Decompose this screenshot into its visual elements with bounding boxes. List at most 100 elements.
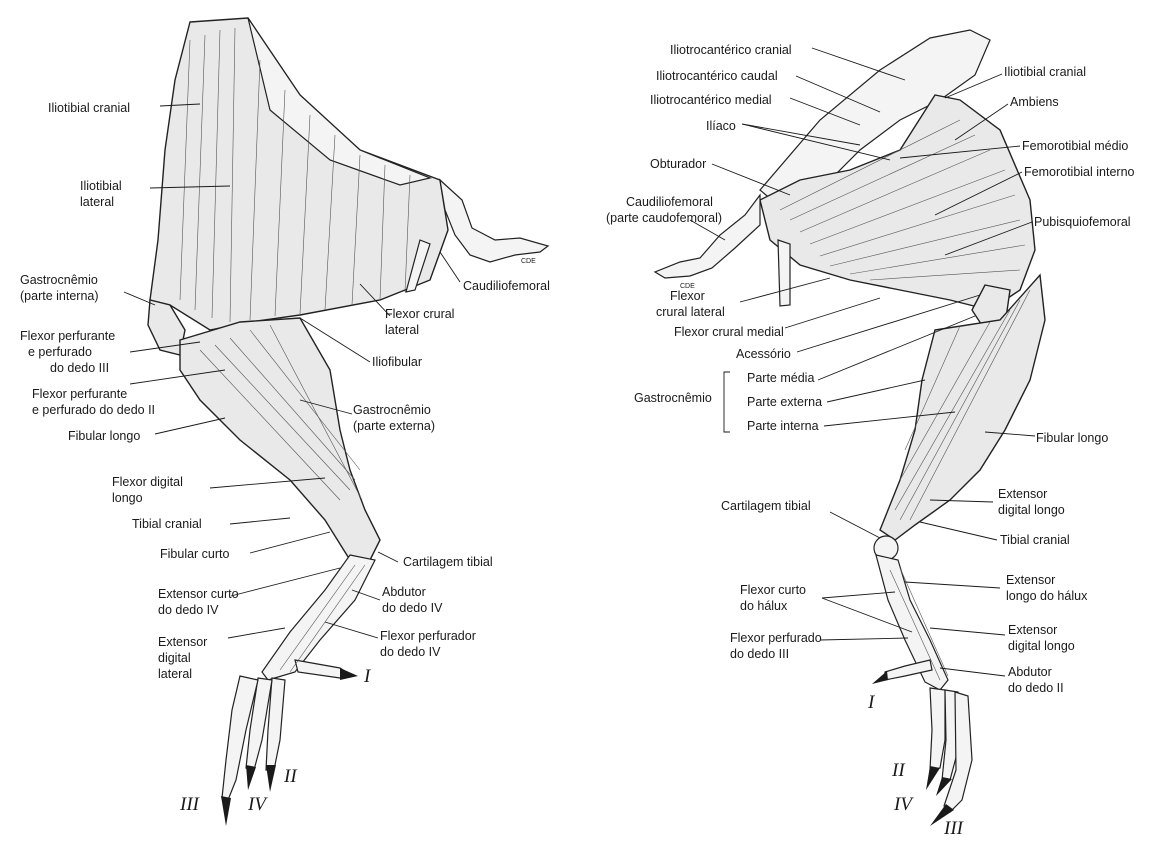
label-ext-lateral-1: Extensor: [158, 635, 207, 649]
label-ilio-medial: Iliotrocantérico medial: [650, 93, 772, 107]
right-digit-II: II: [891, 760, 906, 781]
label-ext-lateral-2: digital: [158, 651, 191, 665]
right-claw-II: [926, 766, 940, 790]
label-ext-digital-2: digital longo: [998, 503, 1065, 517]
label-ext-digital-1: Extensor: [998, 487, 1047, 501]
label-cartilagem-r: Cartilagem tibial: [721, 499, 811, 513]
leader-flexor-crural-med: [785, 298, 880, 328]
label-ilio-cranial: Iliotrocantérico cranial: [670, 43, 792, 57]
label-flexor-curto-2: do hálux: [740, 599, 788, 613]
label-abdutor-left-1: Abdutor: [382, 585, 426, 599]
label-femoro-medio: Femorotibial médio: [1022, 139, 1128, 153]
label-iliotibial-lateral-1: Iliotibial: [80, 179, 122, 193]
label-obturador: Obturador: [650, 157, 706, 171]
label-flexor-perfurado-2: do dedo III: [730, 647, 789, 661]
label-fibular-curto: Fibular curto: [160, 547, 230, 561]
label-ext-curto-1: Extensor curto: [158, 587, 239, 601]
label-caudilio-1: Caudiliofemoral: [626, 195, 713, 209]
leader-ext-halux: [905, 582, 1000, 588]
label-flexor-crural-lat-r-2: crural lateral: [656, 305, 725, 319]
left-claw-IV: [246, 765, 256, 790]
label-flexor-crural-lateral-2: lateral: [385, 323, 419, 337]
label-parte-interna: Parte interna: [747, 419, 819, 433]
label-fibular-longo: Fibular longo: [68, 429, 140, 443]
label-flexor-curto-1: Flexor curto: [740, 583, 806, 597]
left-shank-muscles: [180, 318, 380, 560]
left-claw-III: [221, 796, 231, 826]
label-ambiens: Ambiens: [1010, 95, 1059, 109]
leader-parte-externa: [827, 380, 925, 402]
label-tibial-cranial: Tibial cranial: [132, 517, 202, 531]
left-tail-vertebrae: [440, 180, 548, 262]
label-iliotibial-lateral-2: lateral: [80, 195, 114, 209]
label-iliofibular: Iliofibular: [372, 355, 422, 369]
left-claw-I: [340, 668, 358, 680]
leader-flexor-perfurado: [820, 638, 908, 640]
leader-ext-lateral: [228, 628, 285, 638]
left-digit-II: II: [283, 766, 298, 787]
leader-flexor-curto-a: [822, 592, 895, 598]
label-tibial-cranial-r: Tibial cranial: [1000, 533, 1070, 547]
label-flexor-crural-lat-r-1: Flexor: [670, 289, 705, 303]
label-ext-halux-1: Extensor: [1006, 573, 1055, 587]
label-fpp2-1: Flexor perfurante: [32, 387, 127, 401]
label-abdutor-left-2: do dedo IV: [382, 601, 443, 615]
label-femoro-interno: Femorotibial interno: [1024, 165, 1135, 179]
label-ext-curto-2: do dedo IV: [158, 603, 219, 617]
label-ext-lateral-3: lateral: [158, 667, 192, 681]
label-caudilio-2: (parte caudofemoral): [606, 211, 722, 225]
right-pubis-bone: [778, 240, 790, 306]
label-iliaco: Ilíaco: [706, 119, 736, 133]
label-abdutor-r-1: Abdutor: [1008, 665, 1052, 679]
label-flexor-crural-lateral-1: Flexor crural: [385, 307, 454, 321]
label-pubisquio: Pubisquiofemoral: [1034, 215, 1131, 229]
label-ext-digital-b-2: digital longo: [1008, 639, 1075, 653]
left-digit-I: I: [363, 666, 372, 687]
leader-tibial-cranial: [230, 518, 290, 524]
leader-caudiliofemoral: [440, 252, 460, 282]
label-ext-halux-2: longo do hálux: [1006, 589, 1088, 603]
leader-fibular-curto: [250, 532, 330, 553]
leader-fibular-longo: [155, 418, 225, 434]
leader-abdutor-r: [940, 668, 1005, 676]
right-toe-II: [930, 688, 945, 770]
label-gastro-interna-1: Gastrocnêmio: [20, 273, 98, 287]
label-gastro-externa-1: Gastrocnêmio: [353, 403, 431, 417]
label-fpp3-2: e perfurado: [28, 345, 92, 359]
right-digit-IV: IV: [893, 794, 914, 815]
label-fibular-longo-r: Fibular longo: [1036, 431, 1108, 445]
leader-cartilagem-right: [830, 512, 880, 538]
label-ilio-caudal: Iliotrocantérico caudal: [656, 69, 778, 83]
label-fpp3-3: do dedo III: [50, 361, 109, 375]
label-flexor-perfurador-1: Flexor perfurador: [380, 629, 476, 643]
label-iliotibial-cranial-r: Iliotibial cranial: [1004, 65, 1086, 79]
label-fpp2-2: e perfurado do dedo II: [32, 403, 155, 417]
left-digit-IV: IV: [247, 794, 268, 815]
right-thigh-muscles: [760, 95, 1035, 310]
right-digit-I: I: [867, 692, 876, 713]
label-gastro-externa-2: (parte externa): [353, 419, 435, 433]
label-parte-media: Parte média: [747, 371, 814, 385]
left-cde-mark: CDE: [521, 258, 536, 265]
label-caudiliofemoral: Caudiliofemoral: [463, 279, 550, 293]
label-flexor-digital-1: Flexor digital: [112, 475, 183, 489]
leader-flexor-perfurador: [325, 622, 378, 638]
label-fpp3-1: Flexor perfurante: [20, 329, 115, 343]
label-abdutor-r-2: do dedo II: [1008, 681, 1064, 695]
label-gastro-interna-2: (parte interna): [20, 289, 99, 303]
label-ext-digital-b-1: Extensor: [1008, 623, 1057, 637]
label-flexor-digital-2: longo: [112, 491, 143, 505]
leader-ext-digital-b: [930, 628, 1005, 635]
left-digit-III: III: [179, 794, 201, 815]
left-claw-II: [266, 765, 276, 792]
label-flexor-perfurador-2: do dedo IV: [380, 645, 441, 659]
label-parte-externa: Parte externa: [747, 395, 822, 409]
label-cartilagem-left: Cartilagem tibial: [403, 555, 493, 569]
right-claw-I: [872, 671, 888, 684]
label-gastro-r: Gastrocnêmio: [634, 391, 712, 405]
gastro-bracket: [724, 372, 730, 432]
label-iliotibial-cranial: Iliotibial cranial: [48, 101, 130, 115]
label-flexor-crural-medial: Flexor crural medial: [674, 325, 784, 339]
leader-tibial-cranial-r: [920, 522, 997, 540]
